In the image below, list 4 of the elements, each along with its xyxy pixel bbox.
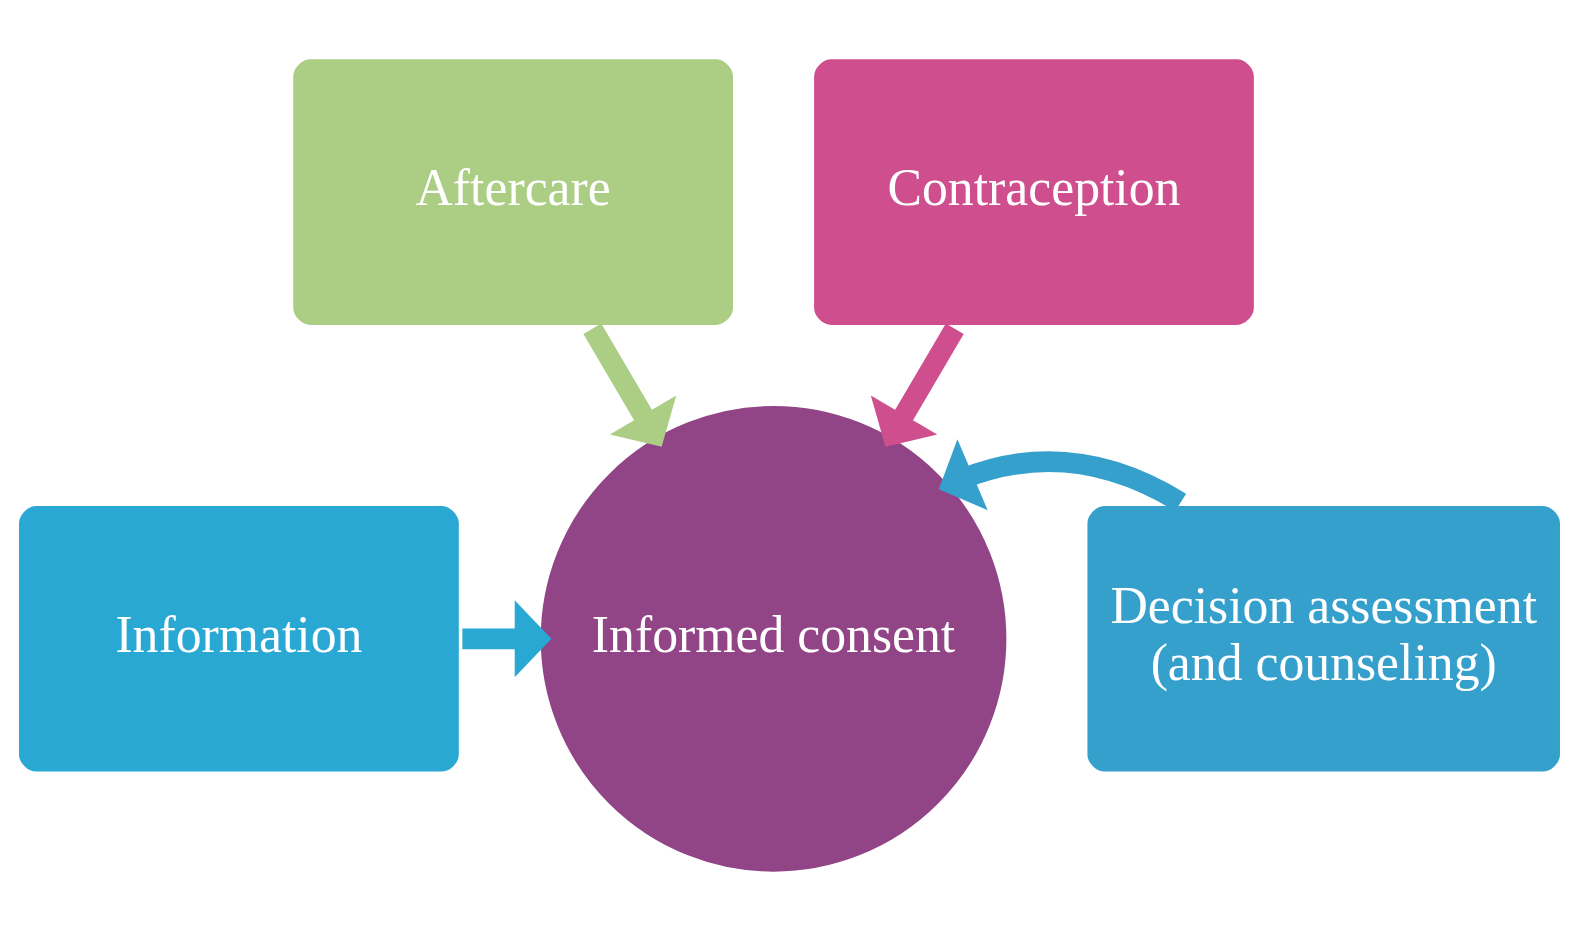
arrow <box>462 600 552 678</box>
arrow <box>870 323 964 447</box>
arrow <box>938 439 1186 512</box>
arrow <box>583 323 677 447</box>
